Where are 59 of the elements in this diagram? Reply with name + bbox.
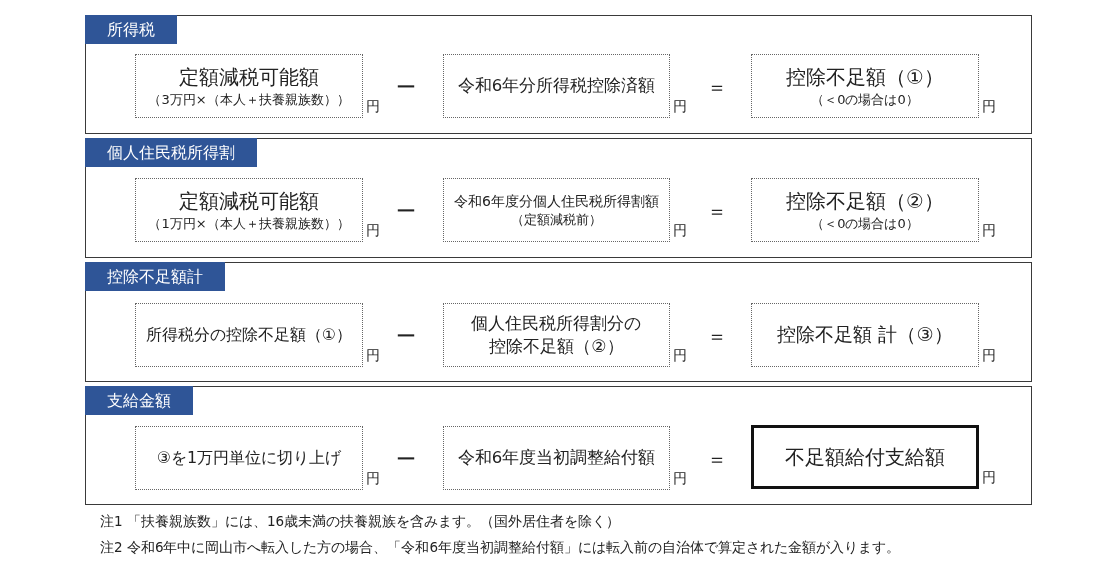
amount-label: 控除不足額（②） <box>786 187 944 215</box>
amount-box <box>135 426 363 490</box>
equals-sign: ＝ <box>707 75 727 99</box>
minus-sign: ー <box>396 199 416 223</box>
amount-box <box>751 178 979 242</box>
amount-label: 令和6年度分個人住民税所得割額 <box>454 191 659 211</box>
unit-label: 円 <box>366 470 380 487</box>
amount-box <box>135 178 363 242</box>
formula-note: （＜0の場合は0） <box>811 90 919 109</box>
section-tab: 支給金額 <box>85 386 193 415</box>
amount-label: 定額減税可能額 <box>179 187 319 215</box>
amount-label: 定額減税可能額 <box>179 63 319 91</box>
unit-label: 円 <box>673 470 687 487</box>
section-panel <box>85 15 1032 134</box>
amount-label: 控除不足額（①） <box>786 63 944 91</box>
amount-label: 所得税分の控除不足額（①） <box>145 324 353 346</box>
minus-sign: ー <box>396 447 416 471</box>
unit-label: 円 <box>366 98 380 115</box>
minus-sign: ー <box>396 324 416 348</box>
amount-label: 不足額給付支給額 <box>785 443 945 471</box>
formula-note: （定額減税前） <box>511 210 602 229</box>
equals-sign: ＝ <box>707 324 727 348</box>
result-box <box>751 425 979 489</box>
equals-sign: ＝ <box>707 447 727 471</box>
unit-label: 円 <box>673 347 687 364</box>
amount-box <box>443 54 670 118</box>
unit-label: 円 <box>982 222 996 239</box>
amount-label: 控除不足額 計（③） <box>777 322 953 348</box>
amount-box <box>443 303 670 367</box>
amount-box <box>443 178 670 242</box>
minus-sign: ー <box>396 75 416 99</box>
section-tab: 所得税 <box>85 15 177 44</box>
section-panel <box>85 262 1032 382</box>
section-panel <box>85 138 1032 258</box>
formula-note: （1万円×（本人＋扶養親族数）） <box>148 214 350 233</box>
amount-label: 個人住民税所得割分の控除不足額（②） <box>470 312 643 358</box>
unit-label: 円 <box>982 469 996 486</box>
section-tab: 控除不足額計 <box>85 262 225 291</box>
amount-box <box>443 426 670 490</box>
unit-label: 円 <box>366 222 380 239</box>
formula-note: （3万円×（本人＋扶養親族数）） <box>148 90 350 109</box>
unit-label: 円 <box>982 347 996 364</box>
section-panel <box>85 386 1032 505</box>
unit-label: 円 <box>673 98 687 115</box>
amount-label: 令和6年分所得税控除済額 <box>457 74 656 97</box>
section-tab: 個人住民税所得割 <box>85 138 257 167</box>
footnote: 注2 令和6年中に岡山市へ転入した方の場合、「令和6年度当初調整給付額」には転入前の自治体で算定された金額が入ります。 <box>100 539 901 556</box>
unit-label: 円 <box>982 98 996 115</box>
unit-label: 円 <box>366 347 380 364</box>
amount-box <box>751 54 979 118</box>
amount-box <box>135 54 363 118</box>
amount-box <box>751 303 979 367</box>
amount-box <box>135 303 363 367</box>
equals-sign: ＝ <box>707 199 727 223</box>
formula-note: （＜0の場合は0） <box>811 214 919 233</box>
unit-label: 円 <box>673 222 687 239</box>
amount-label: 令和6年度当初調整給付額 <box>457 446 656 469</box>
amount-label: ③を1万円単位に切り上げ <box>156 447 342 469</box>
footnote: 注1 「扶養親族数」には、16歳未満の扶養親族を含みます。（国外居住者を除く） <box>100 513 621 530</box>
